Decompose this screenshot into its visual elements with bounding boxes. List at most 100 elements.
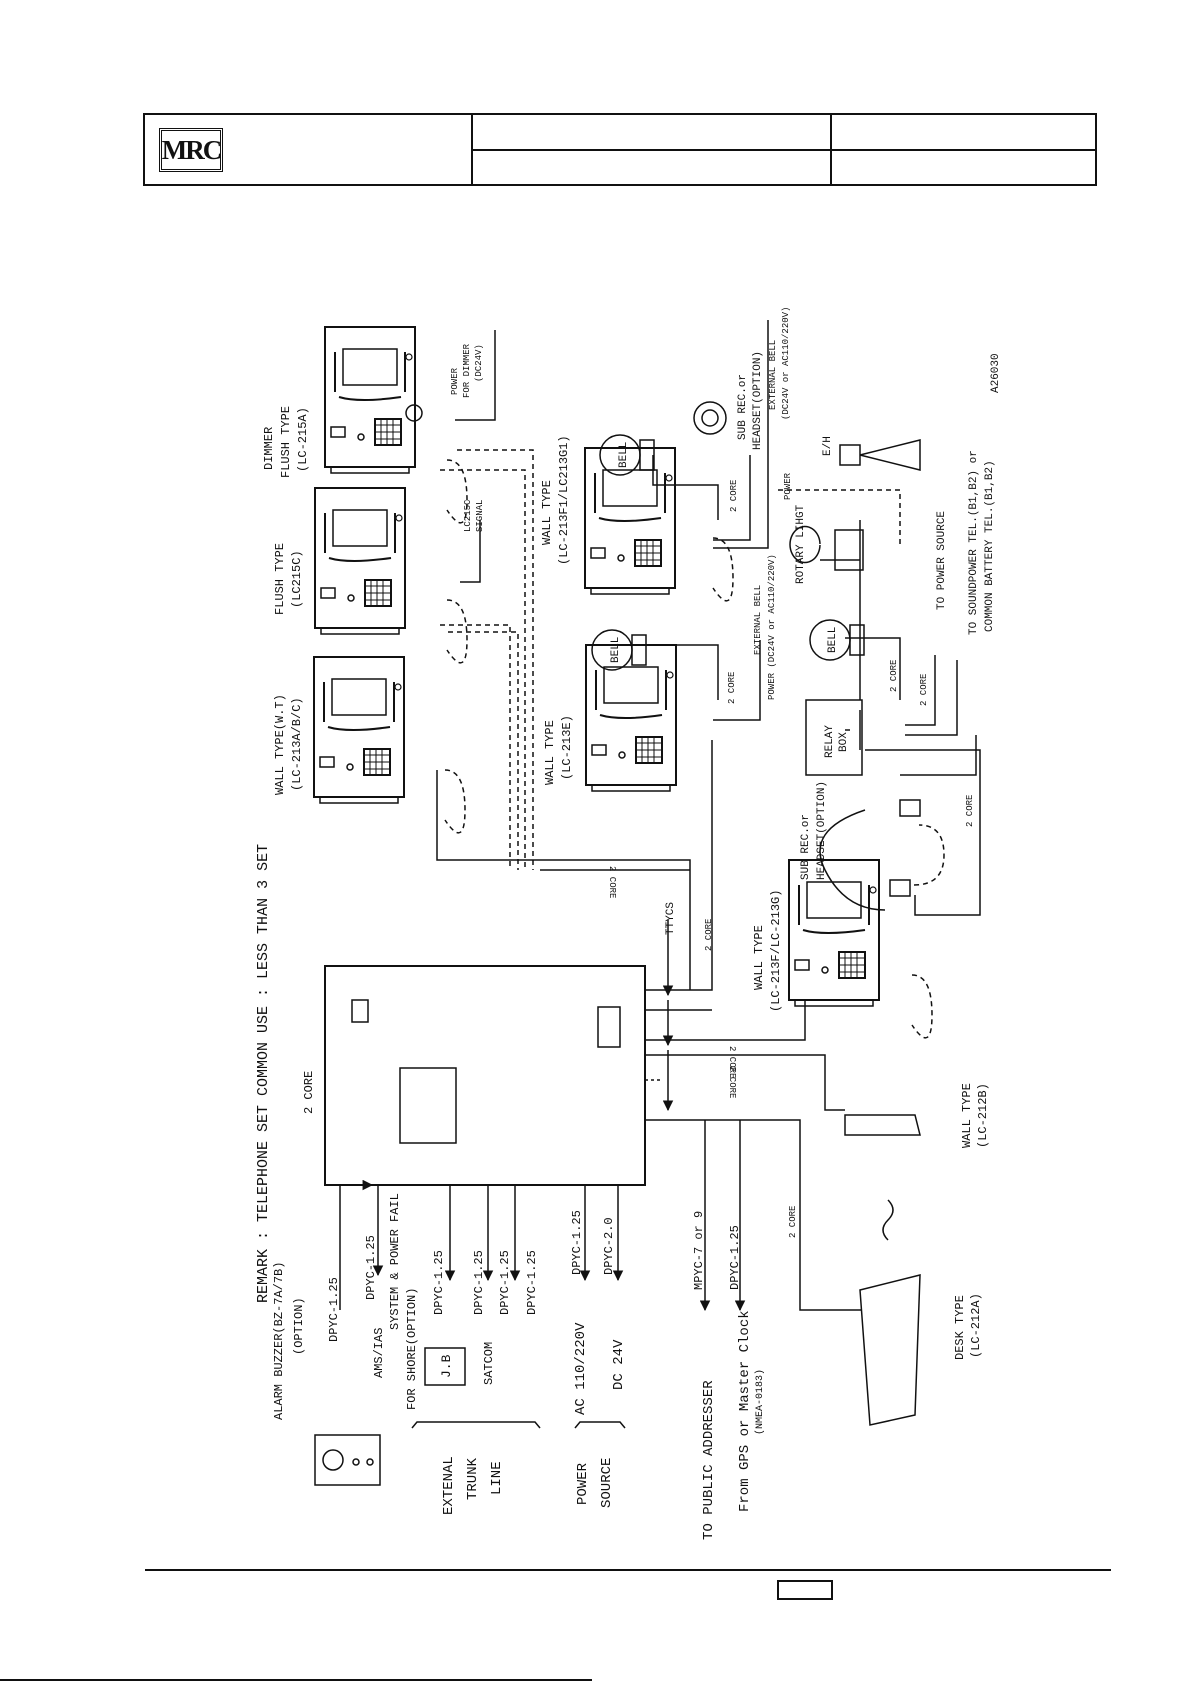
logo-text: MRC [161, 134, 223, 165]
label-desk-212a-2: (LC-212A) [969, 1293, 983, 1358]
label-alarm-buzzer-2: (OPTION) [292, 1297, 306, 1355]
label-ac: AC 110/220V [573, 1322, 589, 1415]
relay-box [805, 699, 863, 776]
label-dpyc-alarm: DPYC-1.25 [327, 1277, 341, 1342]
label-alarm-buzzer-1: ALARM BUZZER(BZ-7A/7B) [272, 1262, 286, 1420]
wall-phone-213e [585, 644, 677, 792]
label-trunk-1: EXTENAL [441, 1456, 457, 1515]
label-power-source-1: POWER [575, 1462, 591, 1505]
label-to-public-addresser: TO PUBLIC ADDRESSER [701, 1380, 717, 1540]
junction-box-label: J.B [439, 1354, 454, 1378]
remark-text: REMARK : TELEPHONE SET COMMON USE : LESS… [255, 844, 272, 1303]
header-logo-cell: MRC [145, 115, 473, 184]
label-desk-212a-1: DESK TYPE [953, 1295, 967, 1360]
label-ttycs: TTYCS [665, 902, 677, 935]
rotary-light [789, 525, 864, 571]
label-2core-a: 2 CORE [729, 480, 739, 512]
label-dpyc-power: DPYC-1.25 [570, 1210, 584, 1275]
label-power-top: POWER [783, 472, 793, 500]
label-2core-f: 2 CORE [704, 919, 714, 951]
label-2core-i: 2 CORE [727, 1046, 737, 1078]
label-wall-213abc-2: (LC-213A/B/C) [290, 697, 304, 791]
label-dc: DC 24V [611, 1339, 627, 1390]
header-divider [473, 149, 1095, 151]
label-dpyc-shore: DPYC-1.25 [432, 1250, 446, 1315]
label-flush-215c-1: FLUSH TYPE [273, 543, 287, 615]
label-external-bell-mid-2: POWER (DC24V or AC110/220V) [767, 554, 777, 700]
label-ams-ias: AMS/IAS [372, 1328, 386, 1378]
label-wall-212b-1: WALL TYPE [960, 1083, 974, 1148]
central-exchange-unit [324, 965, 646, 1186]
label-dpyc-5: DPYC-1.25 [525, 1250, 539, 1315]
label-to-power-source: TO POWER SOURCE [936, 511, 948, 610]
label-satcom: SATCOM [482, 1342, 496, 1385]
bell-label-top: BELL [618, 442, 630, 468]
label-dpyc-4: DPYC-1.25 [498, 1250, 512, 1315]
page-number-box [777, 1580, 833, 1600]
label-from-gps: From GPS or Master Clock [737, 1310, 753, 1512]
footer-rule [145, 1569, 1111, 1571]
bell-label-middle: BELL [610, 637, 622, 663]
label-wall-213f1-1: WALL TYPE [540, 480, 554, 545]
label-2core-c: 2 CORE [889, 660, 899, 692]
headset-bottom [819, 809, 886, 911]
label-wall-213e-1: WALL TYPE [543, 720, 557, 785]
label-system-power-fail: SYSTEM & POWER FAIL [388, 1193, 402, 1330]
label-trunk-3: LINE [489, 1461, 505, 1495]
core-label-main: 2 CORE [302, 1071, 316, 1114]
dimmer-knob [405, 404, 423, 422]
label-sub-rec-top-2: HEADSET(OPTION) [752, 351, 764, 450]
label-dpyc-gps: DPYC-1.25 [728, 1225, 742, 1290]
label-flush-215c-2: (LC215C) [290, 550, 304, 608]
wall-phone-212b-body [844, 1114, 921, 1136]
relay-box-label-2: BOX [838, 732, 850, 752]
label-wall-213e-2: (LC-213E) [560, 715, 574, 780]
label-for-shore: FOR SHORE(OPTION) [405, 1288, 419, 1410]
label-power-dimmer-3: (DC24V) [474, 344, 484, 382]
label-wall-213f1-2: (LC-213F1/LC213G1) [557, 435, 571, 565]
exchange-panel-center [399, 1067, 457, 1144]
label-2core-d: 2 CORE [919, 674, 929, 706]
label-external-bell-top-1: EXTERNAL BELL [768, 340, 778, 410]
headset-top [693, 401, 727, 435]
label-2core-j: 2 CORE [727, 1066, 737, 1098]
wall-phone-213f [788, 859, 880, 1007]
label-wall-213f-2: (LC-213F/LC-213G) [769, 890, 783, 1012]
exchange-panel-right [597, 1006, 621, 1048]
label-sub-rec-bottom-1: SUB REC.or [800, 814, 812, 880]
desk-phone-212a-body [859, 1274, 921, 1426]
wall-phone-213f1 [584, 447, 676, 595]
label-dimmer-3: (LC-215A) [296, 407, 310, 472]
junction-box [424, 1347, 466, 1386]
mrc-logo: MRC [159, 128, 223, 172]
label-wall-213f-1: WALL TYPE [752, 925, 766, 990]
dimmer-flush-phone-215a [324, 326, 416, 474]
eh-horn [839, 439, 921, 471]
label-external-bell-top-2: (DC24V or AC110/220V) [781, 307, 791, 420]
label-2core-g: 2 CORE [788, 1206, 798, 1238]
label-dpyc-satcom: DPYC-1.25 [472, 1250, 486, 1315]
flush-phone-215c [314, 487, 406, 635]
alarm-buzzer [314, 1434, 381, 1486]
label-dimmer-1: DIMMER [262, 427, 276, 470]
label-2core-h: 2 CORE [607, 866, 617, 898]
label-dimmer-2: FLUSH TYPE [279, 406, 293, 478]
label-power-dimmer-2: FOR DIMMER [462, 343, 472, 398]
bell-label-right: BELL [827, 627, 839, 653]
label-mpyc: MPYC-7 or 9 [692, 1211, 706, 1290]
label-dpyc20: DPYC-2.0 [602, 1217, 616, 1275]
label-2core-e: 2 CORE [965, 795, 975, 827]
label-external-bell-mid-1: EXTERNAL BELL [753, 585, 763, 655]
label-wall-212b-2: (LC-212B) [976, 1083, 990, 1148]
header-table: MRC [143, 113, 1097, 186]
bottom-rule [0, 1679, 592, 1681]
wall-phone-213abc [313, 656, 405, 804]
label-power-source-2: SOURCE [599, 1458, 615, 1508]
label-lc215c-1: LC215C [463, 499, 473, 532]
label-nmea: (NMEA-0183) [754, 1369, 766, 1435]
label-power-dimmer-1: POWER [450, 367, 460, 395]
label-drawing-no: A26030 [990, 353, 1002, 393]
relay-box-label-1: RELAY [824, 725, 836, 758]
label-to-soundpower-1: TO SOUNDPOWER TEL.(B1,B2) or [968, 450, 980, 635]
